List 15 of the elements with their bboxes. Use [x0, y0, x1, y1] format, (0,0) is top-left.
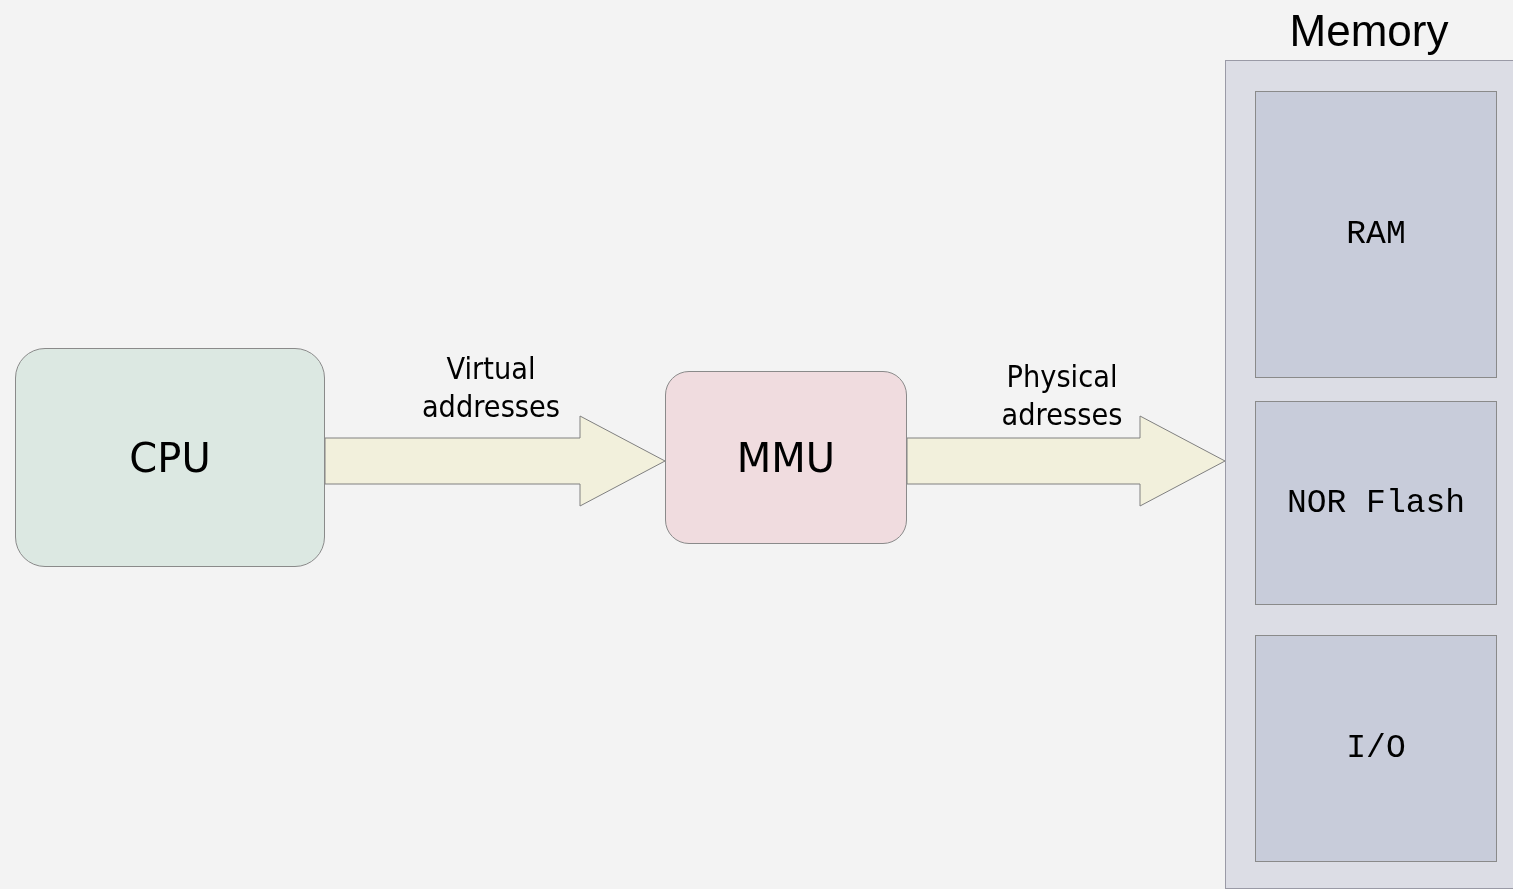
process-box [665, 371, 907, 544]
panel-heading: Memory [1288, 6, 1450, 56]
block-arrow [324, 415, 666, 507]
memory-region [1255, 635, 1497, 862]
block-arrow [906, 415, 1226, 507]
node-label: NOR Flash [1286, 484, 1466, 522]
node-label: MMU [736, 434, 836, 481]
memory-region [1255, 91, 1497, 378]
node-label: RAM [1346, 216, 1406, 253]
node-label: I/O [1346, 730, 1406, 767]
edge-label: Virtual addresses [420, 349, 562, 425]
process-box [15, 348, 325, 567]
edge-label: Physical adresses [1000, 357, 1124, 433]
node-label: CPU [129, 434, 211, 481]
memory-region [1255, 401, 1497, 605]
